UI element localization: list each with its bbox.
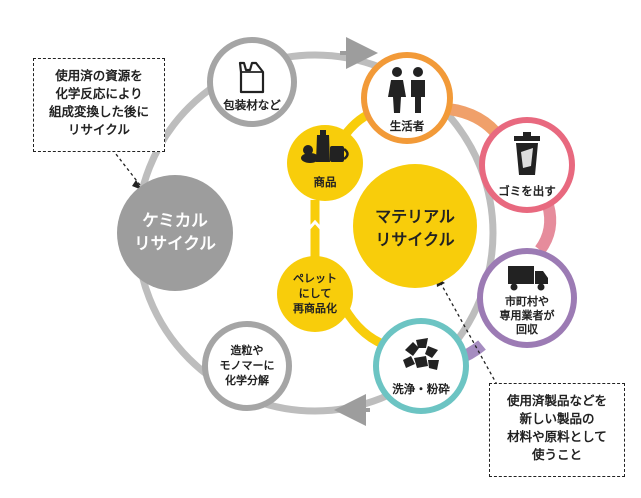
trash-label: ゴミを出す [498, 184, 556, 198]
pellet-node [277, 256, 353, 332]
granulation-label-3: 化学分解 [225, 373, 269, 387]
arrow-pellet-product [304, 219, 326, 234]
material-recycle-label-2: リサイクル [375, 230, 454, 249]
material-note-pointer [439, 281, 501, 391]
trash-can-icon [514, 132, 540, 175]
chemical-recycle-label-2: リサイクル [134, 234, 216, 253]
pellet-label-2: にして [299, 287, 332, 300]
plastic-bag-icon [238, 61, 265, 94]
chemical-recycle-label-1: ケミカル [142, 211, 208, 230]
chemical-note-line-4: リサイクル [68, 122, 130, 137]
packaging-node [207, 37, 297, 127]
chemical-recycle-note: 使用済の資源を 化学反応により 組成変換した後に リサイクル [33, 58, 165, 152]
bottle-duck-cup-icon [301, 130, 349, 163]
granulation-label-2: モノマーに [220, 359, 275, 372]
chemical-note-line-1: 使用済の資源を [55, 68, 143, 83]
granulation-label-1: 造粒や [231, 343, 264, 357]
crushed-plastic-icon [403, 338, 439, 370]
packaging-label: 包装材など [222, 98, 281, 112]
collection-label-2: 専用業者が [500, 308, 555, 322]
chemical-note-line-3: 組成変換した後に [48, 104, 149, 119]
chemical-recycle-node [117, 175, 233, 291]
material-recycle-note: 使用済製品などを 新しい製品の 材料や原料として 使うこと [489, 383, 625, 477]
people-icon [388, 67, 425, 113]
collection-node [477, 248, 577, 348]
product-node [287, 125, 363, 201]
material-note-line-2: 新しい製品の [519, 411, 595, 426]
consumer-label: 生活者 [390, 119, 425, 133]
material-note-line-4: 使うこと [531, 447, 582, 462]
chemical-note-line-2: 化学反応により [55, 86, 143, 101]
pellet-label-1: ペレット [293, 272, 337, 285]
pellet-label-3: 再商品化 [293, 301, 337, 315]
material-recycle-node [353, 164, 477, 288]
washing-label: 洗浄・粉砕 [392, 382, 450, 396]
product-label: 商品 [314, 175, 337, 189]
material-note-line-3: 材料や原料として [507, 429, 607, 444]
granulation-node [202, 321, 292, 411]
collection-label-1: 市町村や [505, 294, 549, 308]
truck-icon [508, 266, 548, 291]
collection-label-3: 回収 [516, 322, 539, 336]
material-recycle-label-1: マテリアル [375, 207, 455, 226]
material-note-line-1: 使用済製品などを [506, 393, 607, 408]
arc-trash-collection [535, 203, 557, 254]
consumer-node [361, 52, 453, 144]
